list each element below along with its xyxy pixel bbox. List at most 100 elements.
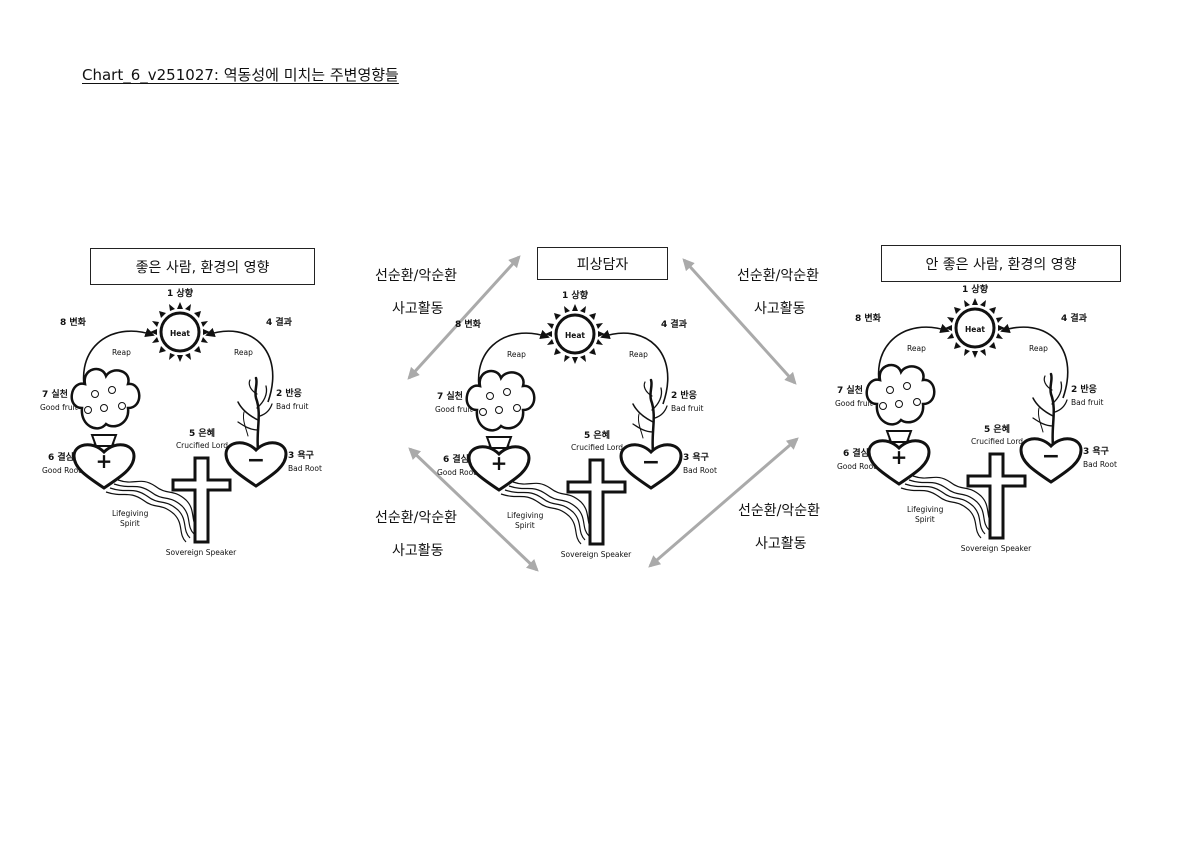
- bad-fruit-label: Bad fruit: [1071, 398, 1103, 407]
- reap-right-label: Reap: [1029, 344, 1048, 353]
- result-reap-arrow: [1000, 323, 1069, 399]
- spirit-wave-icon: [105, 479, 199, 543]
- sun-label: 1 상향: [962, 283, 989, 295]
- change-label: 8 변화: [855, 312, 882, 324]
- lifegiving-label: Lifegiving: [112, 509, 149, 518]
- reap-left-label: Reap: [907, 344, 926, 353]
- good-tree-icon: [865, 363, 936, 448]
- spirit-wave-icon: [900, 475, 994, 539]
- desire-label: 3 욕구: [1083, 446, 1109, 457]
- sun-heat-text: Heat: [965, 325, 985, 334]
- bad-fruit-label: Bad fruit: [276, 402, 308, 411]
- lifegiving-label: Lifegiving: [507, 511, 544, 520]
- plus-heart-icon: [467, 445, 531, 492]
- sun-heat-text: Heat: [565, 331, 585, 340]
- minus-sign: −: [642, 450, 660, 475]
- reap-left-label: Reap: [112, 348, 131, 357]
- crucified-label: Crucified Lord: [971, 437, 1023, 446]
- plus-sign: +: [96, 449, 113, 473]
- reaction-label: 2 반응: [276, 387, 302, 399]
- heart-tree-diagram-svg: 1 상향 Heat 8 변화 4 결과 Reap Reap 7 실천 Good …: [835, 283, 1117, 553]
- spirit-label: Spirit: [515, 521, 535, 530]
- reaction-label: 2 반응: [671, 389, 697, 401]
- result-label: 4 결과: [661, 318, 688, 330]
- good-root-label: Good Root: [837, 462, 876, 471]
- good-fruit-label: Good fruit: [835, 399, 873, 408]
- reap-right-label: Reap: [234, 348, 253, 357]
- good-influence-box: 좋은 사람, 환경의 영향: [90, 248, 315, 285]
- resolve-label: 6 결심: [48, 451, 74, 463]
- bad-root-label: Bad Root: [683, 466, 717, 475]
- grace-label: 5 은혜: [584, 429, 610, 441]
- lifegiving-label: Lifegiving: [907, 505, 944, 514]
- connector-label-bl-2: 사고활동: [392, 543, 444, 559]
- plus-sign: +: [891, 445, 908, 469]
- diagram-bad-influence: 1 상향 Heat 8 변화 4 결과 Reap Reap 7 실천 Good …: [835, 283, 1117, 576]
- bad-root-label: Bad Root: [1083, 460, 1117, 469]
- grace-label: 5 은혜: [189, 427, 215, 439]
- bad-influence-box: 안 좋은 사람, 환경의 영향: [881, 245, 1121, 282]
- reaction-label: 2 반응: [1071, 383, 1097, 395]
- good-fruit-label: Good fruit: [435, 405, 473, 414]
- good-root-label: Good Root: [437, 468, 476, 477]
- minus-heart-icon: [224, 441, 288, 488]
- good-root-label: Good Root: [42, 466, 81, 475]
- desire-label: 3 욕구: [683, 452, 709, 463]
- heart-tree-diagram-svg: 1 상향 Heat 8 변화 4 결과 Reap Reap 7 실천 Good …: [40, 287, 322, 557]
- result-reap-arrow: [205, 327, 274, 403]
- connector-label-tl-2: 사고활동: [392, 301, 444, 317]
- page-title: Chart_6_v251027: 역동성에 미치는 주변영향들: [82, 66, 399, 84]
- sun-heat-text: Heat: [170, 329, 190, 338]
- plus-sign: +: [491, 451, 508, 475]
- reap-left-label: Reap: [507, 350, 526, 359]
- minus-sign: −: [1042, 444, 1060, 469]
- sun-label: 1 상향: [562, 289, 589, 301]
- practice-label: 7 실천: [42, 388, 68, 400]
- spirit-wave-icon: [500, 481, 594, 545]
- resolve-label: 6 결심: [843, 447, 869, 459]
- connector-label-br-1: 선순환/악순환: [738, 503, 820, 519]
- minus-heart-icon: [1019, 437, 1083, 484]
- plus-heart-icon: [72, 443, 136, 490]
- heart-tree-diagram-svg: 1 상향 Heat 8 변화 4 결과 Reap Reap 7 실천 Good …: [435, 289, 717, 559]
- bad-root-label: Bad Root: [288, 464, 322, 473]
- connector-label-tl-1: 선순환/악순환: [375, 268, 457, 284]
- plus-heart-icon: [867, 439, 931, 486]
- sun-icon: [545, 304, 605, 364]
- good-tree-icon: [465, 369, 536, 454]
- sovereign-label: Sovereign Speaker: [961, 544, 1032, 553]
- sun-label: 1 상향: [167, 287, 194, 299]
- crucified-label: Crucified Lord: [176, 441, 228, 450]
- diagram-good-influence: 1 상향 Heat 8 변화 4 결과 Reap Reap 7 실천 Good …: [40, 287, 322, 580]
- sovereign-label: Sovereign Speaker: [166, 548, 237, 557]
- good-tree-icon: [70, 367, 141, 452]
- bad-fruit-label: Bad fruit: [671, 404, 703, 413]
- bare-tree-icon: [632, 378, 668, 454]
- spirit-label: Spirit: [915, 515, 935, 524]
- minus-heart-icon: [619, 443, 683, 490]
- sun-rays: [945, 298, 1005, 358]
- spirit-label: Spirit: [120, 519, 140, 528]
- cross-icon: [171, 456, 232, 544]
- connector-label-tr-2: 사고활동: [754, 301, 806, 317]
- practice-label: 7 실천: [837, 384, 863, 396]
- sun-rays: [545, 304, 605, 364]
- reap-right-label: Reap: [629, 350, 648, 359]
- grace-label: 5 은혜: [984, 423, 1010, 435]
- sun-icon: [945, 298, 1005, 358]
- diagram-counselee: 1 상향 Heat 8 변화 4 결과 Reap Reap 7 실천 Good …: [435, 289, 717, 582]
- crucified-label: Crucified Lord: [571, 443, 623, 452]
- practice-label: 7 실천: [437, 390, 463, 402]
- connector-label-tr-1: 선순환/악순환: [737, 268, 819, 284]
- bare-tree-icon: [237, 376, 273, 452]
- connector-label-bl-1: 선순환/악순환: [375, 510, 457, 526]
- cross-icon: [966, 452, 1027, 540]
- result-label: 4 결과: [1061, 312, 1088, 324]
- result-label: 4 결과: [266, 316, 293, 328]
- connector-label-br-2: 사고활동: [755, 536, 807, 552]
- change-label: 8 변화: [455, 318, 482, 330]
- minus-sign: −: [247, 448, 265, 473]
- counselee-box: 피상담자: [537, 247, 668, 280]
- sovereign-label: Sovereign Speaker: [561, 550, 632, 559]
- resolve-label: 6 결심: [443, 453, 469, 465]
